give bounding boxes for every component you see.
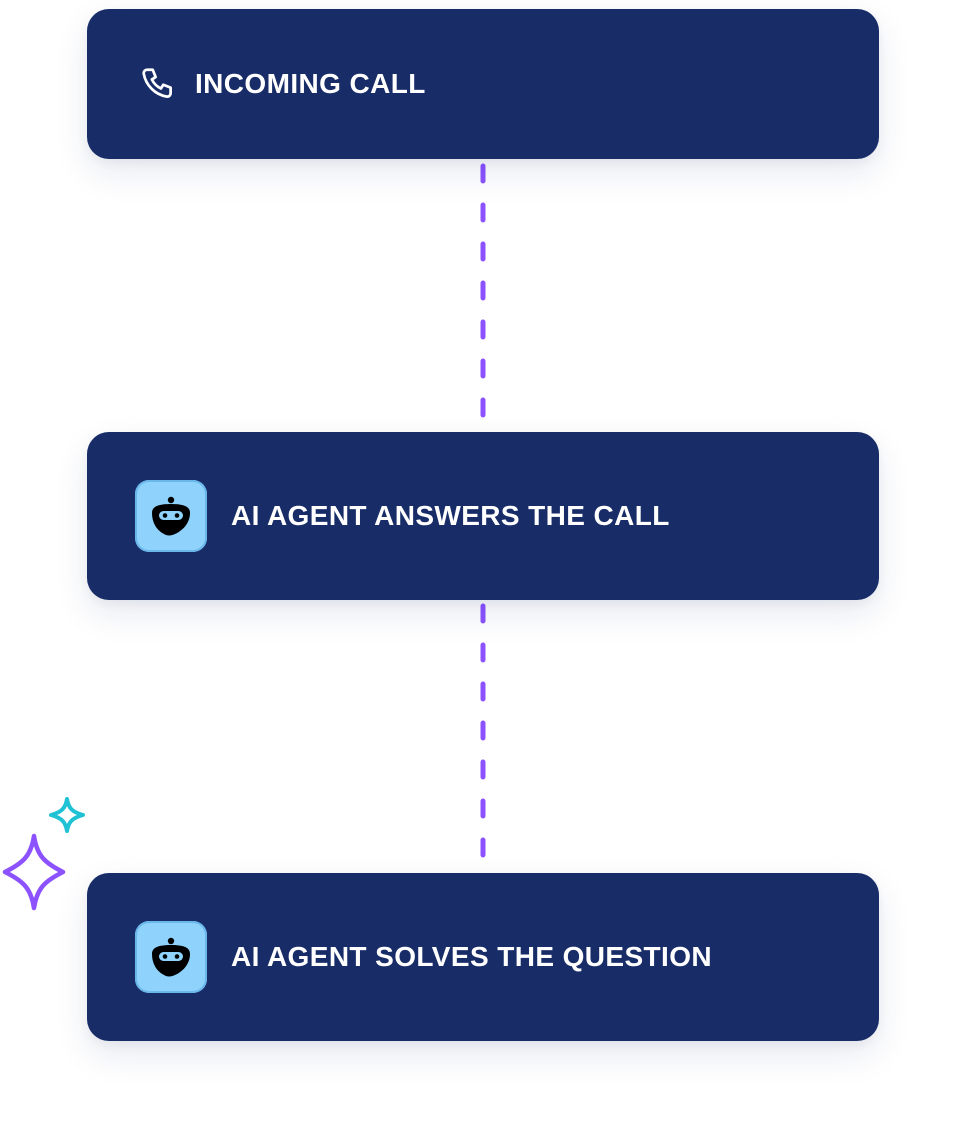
sparkle-icon xyxy=(49,797,85,833)
step-label: AI AGENT ANSWERS THE CALL xyxy=(231,500,670,531)
step-ai-solves-card: AI AGENT SOLVES THE QUESTION xyxy=(87,873,879,1041)
phone-icon xyxy=(142,68,172,99)
step-ai-answers-card: AI AGENT ANSWERS THE CALL xyxy=(87,432,879,600)
robot-avatar-tile xyxy=(135,480,207,552)
sparkle-icon xyxy=(2,833,66,911)
robot-icon xyxy=(152,937,190,977)
step-label: INCOMING CALL xyxy=(195,68,426,99)
robot-icon xyxy=(152,496,190,536)
connector-dashed-line xyxy=(480,603,486,859)
robot-avatar-tile xyxy=(135,921,207,993)
step-label: AI AGENT SOLVES THE QUESTION xyxy=(231,941,713,972)
connector-dashed-line xyxy=(480,163,486,423)
step-incoming-call-card: INCOMING CALL xyxy=(87,9,879,159)
